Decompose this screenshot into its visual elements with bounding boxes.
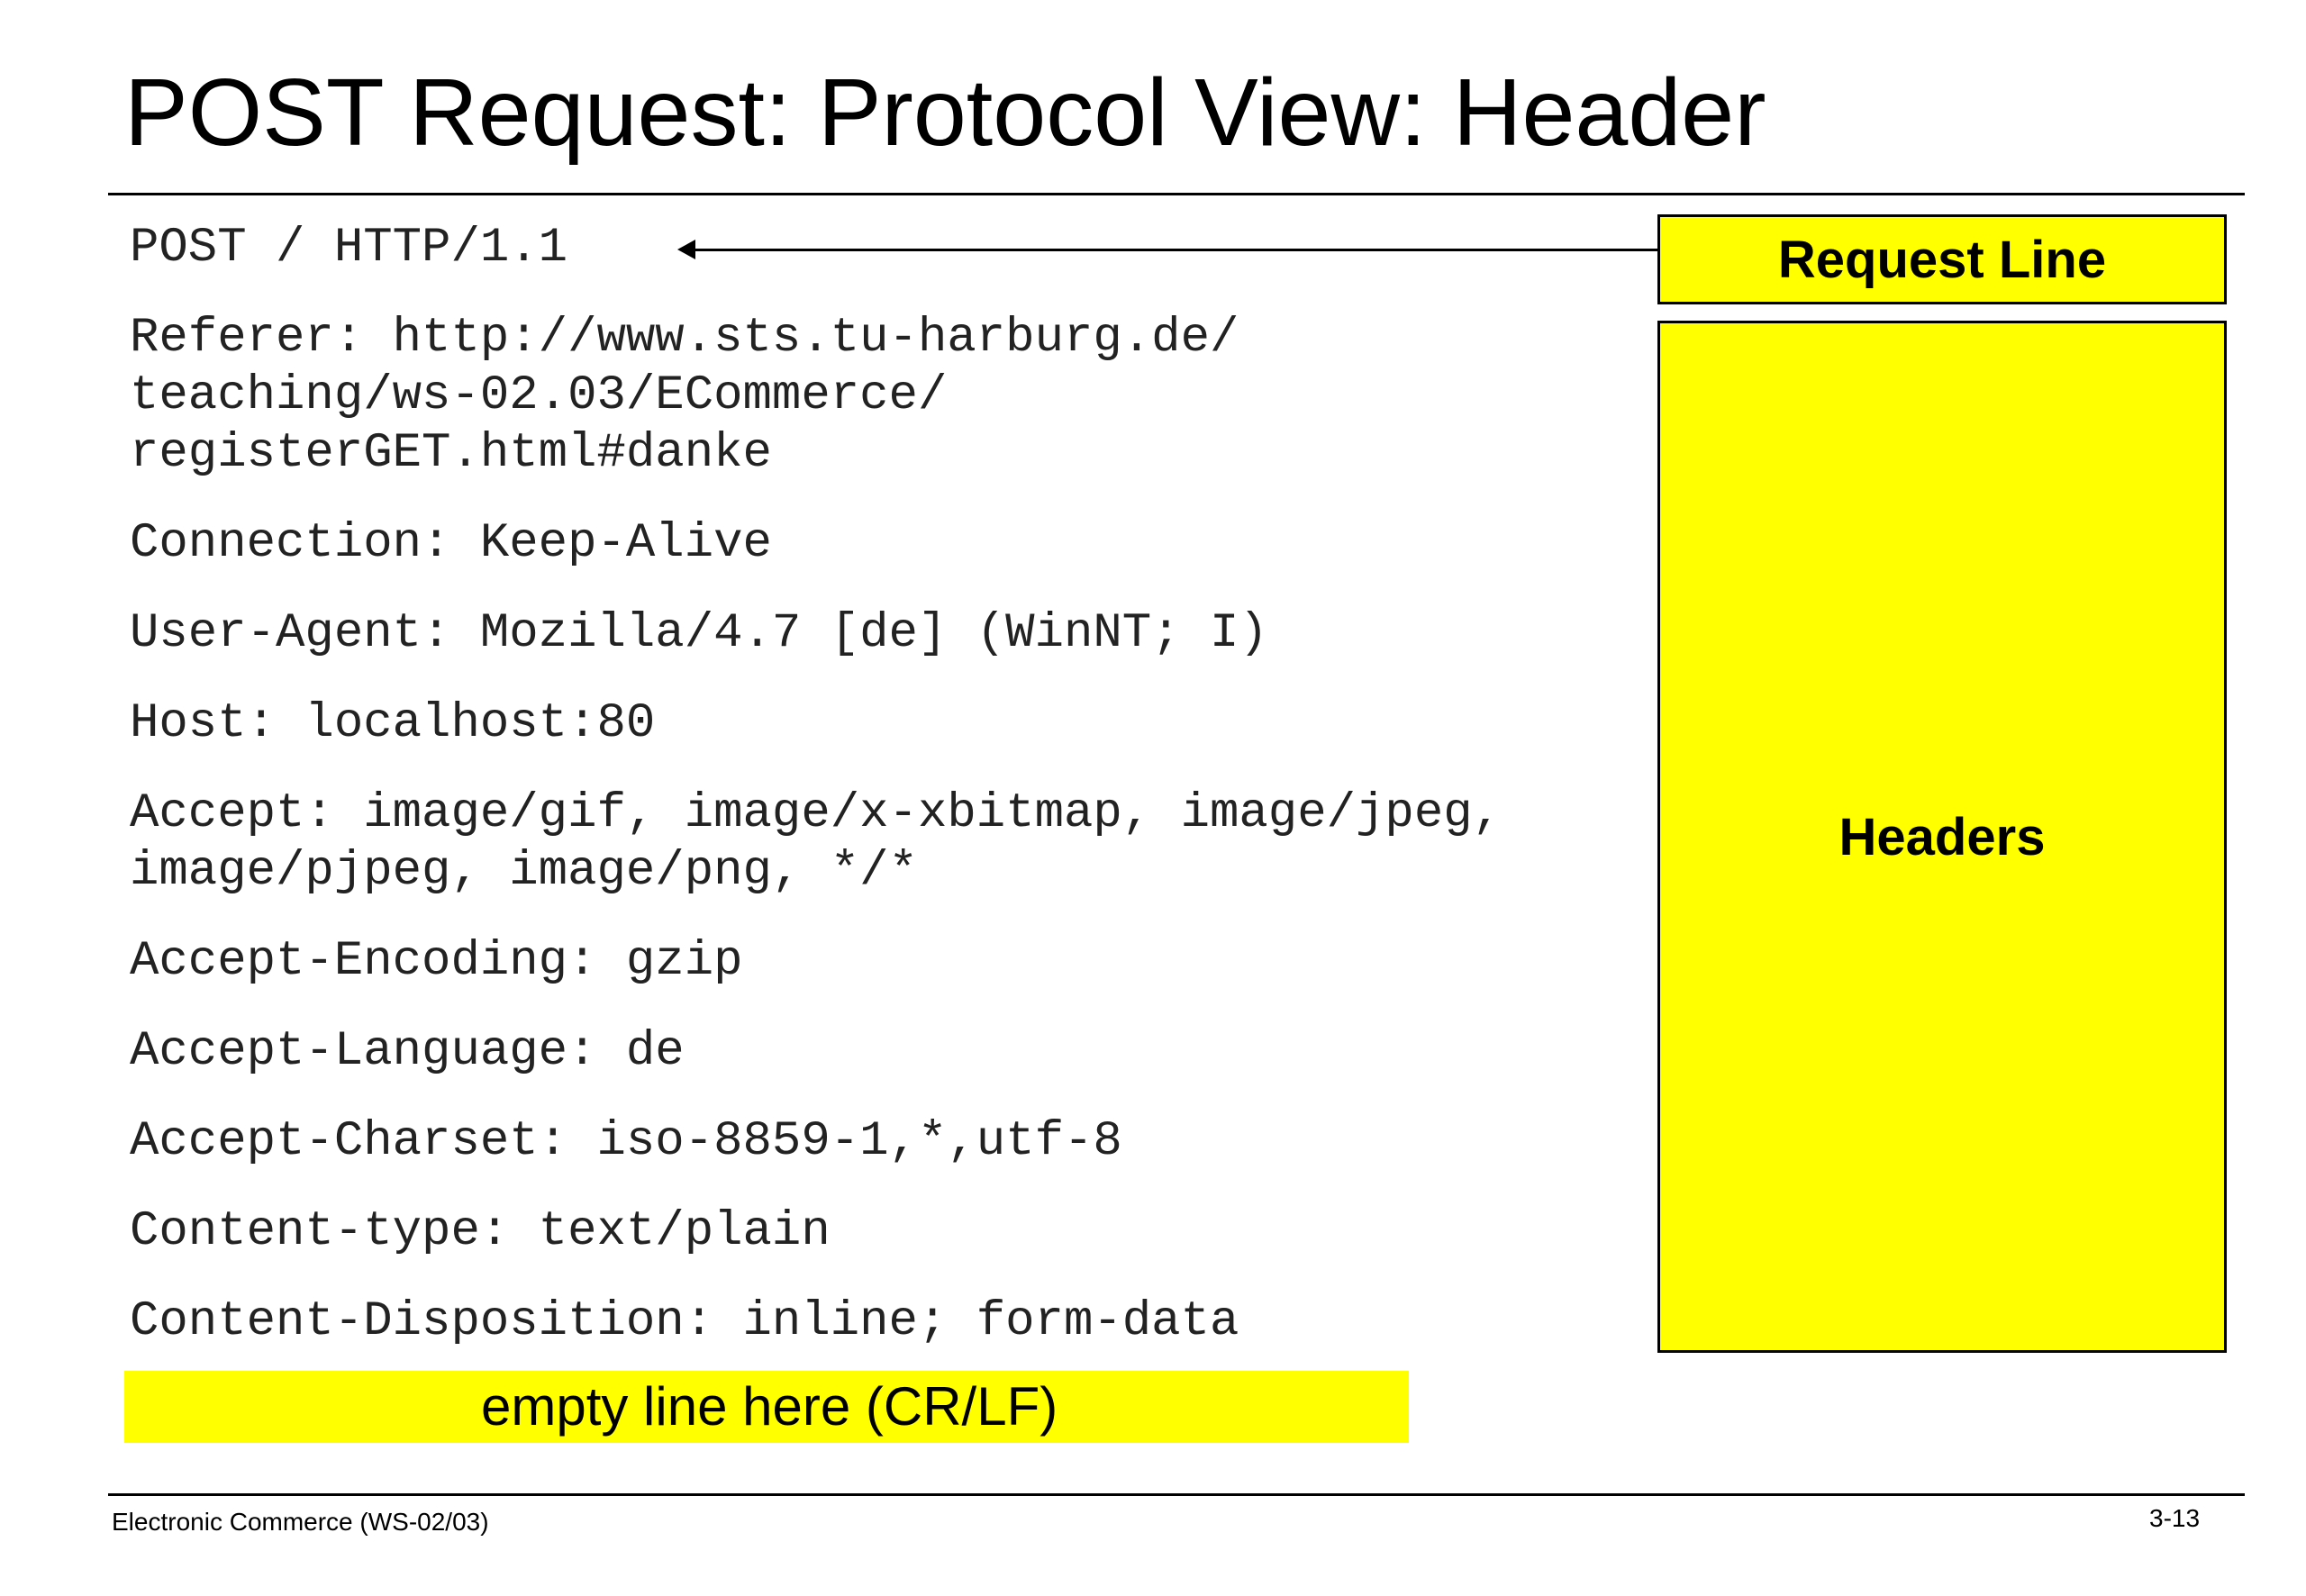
header-line-accept-2: image/pjpeg, image/png, */* [130,844,918,899]
title-divider [108,193,2245,195]
header-line-host: Host: localhost:80 [130,696,656,751]
empty-line-label: empty line here (CR/LF) [481,1376,1058,1437]
header-line-user-agent: User-Agent: Mozilla/4.7 [de] (WinNT; I) [130,606,1268,661]
request-line-text: POST / HTTP/1.1 [130,221,568,276]
headers-label-box: Headers [1657,321,2227,1353]
footer-course: Electronic Commerce (WS-02/03) [112,1508,489,1536]
header-line-connection: Connection: Keep-Alive [130,516,772,571]
header-line-accept-language: Accept-Language: de [130,1024,685,1079]
footer-divider [108,1493,2245,1496]
header-line-referer-1: Referer: http://www.sts.tu-harburg.de/ [130,311,1239,366]
header-line-content-disposition: Content-Disposition: inline; form-data [130,1294,1239,1349]
request-line-label: Request Line [1777,230,2107,289]
request-line-arrow [692,249,1657,251]
header-line-content-type: Content-type: text/plain [130,1204,831,1259]
headers-label: Headers [1838,807,2046,866]
arrow-left-icon [677,240,695,259]
header-line-accept-charset: Accept-Charset: iso-8859-1,*,utf-8 [130,1114,1122,1169]
header-line-referer-2: teaching/ws-02.03/ECommerce/ [130,368,948,423]
footer-page-number: 3-13 [2149,1504,2201,1532]
slide-title: POST Request: Protocol View: Header [124,59,1766,166]
request-line-label-box: Request Line [1657,214,2227,304]
header-line-referer-3: registerGET.html#danke [130,426,772,481]
header-line-accept-encoding: Accept-Encoding: gzip [130,934,743,989]
header-line-accept-1: Accept: image/gif, image/x-xbitmap, imag… [130,786,1503,841]
empty-line-highlight: empty line here (CR/LF) [124,1371,1409,1443]
